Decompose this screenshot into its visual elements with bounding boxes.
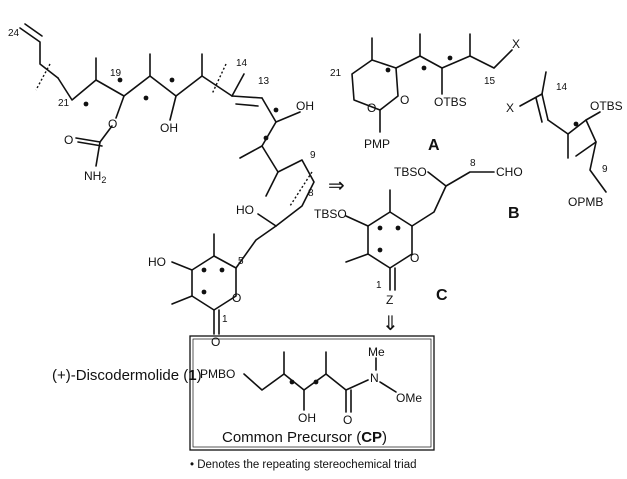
frag-b-locant-c9: 9 [602, 164, 608, 175]
fragment-b-structure: X OTBS OPMB 14 9 B [506, 71, 623, 222]
atom-oh-17: OH [160, 121, 178, 135]
frag-c-atom-tbso-top: TBSO [394, 165, 427, 179]
cp-atom-oh: OH [298, 411, 316, 425]
frag-b-atom-otbs: OTBS [590, 99, 623, 113]
atom-ho-7: HO [236, 203, 254, 217]
atom-o-lactone: O [211, 335, 220, 349]
locant-c14: 14 [236, 58, 248, 69]
frag-a-locant-c15: 15 [484, 76, 496, 87]
locant-c13: 13 [258, 76, 270, 87]
frag-c-atom-o-ring: O [410, 251, 419, 265]
cp-atom-pmbo: PMBO [200, 367, 235, 381]
discodermolide-name: (+)-Discodermolide (1) [52, 367, 202, 384]
frag-a-atom-o1: O [367, 101, 376, 115]
fragment-a-structure: O O PMP OTBS X 21 15 A [330, 33, 520, 154]
frag-a-atom-pmp: PMP [364, 137, 390, 151]
common-precursor-caption: Common Precursor (CP) [222, 429, 387, 446]
frag-c-atom-cho: CHO [496, 165, 523, 179]
fragment-c-label: C [436, 287, 448, 304]
cut-mark-c21 [35, 63, 51, 91]
locant-c19: 19 [110, 68, 122, 79]
cp-atom-n: N [370, 371, 379, 385]
fragment-c-structure: TBSO CHO TBSO O Z 8 1 C [314, 158, 523, 307]
common-precursor-box-inner [192, 338, 432, 448]
retro-arrow-main: ⇒ [328, 175, 345, 197]
fragment-b-label: B [508, 205, 520, 222]
discodermolide-structure: O O NH2 OH OH HO HO O O 24 21 19 14 13 9… [8, 23, 316, 384]
atom-carbonyl-o: O [64, 133, 73, 147]
cut-mark-c14 [211, 63, 227, 95]
atom-oh-11: OH [296, 99, 314, 113]
frag-b-atom-x: X [506, 101, 514, 115]
common-precursor-structure: PMBO OH O N Me OMe Common Precursor (CP) [200, 345, 422, 446]
cp-atom-me: Me [368, 345, 385, 359]
frag-c-locant-c8: 8 [470, 158, 476, 169]
retro-arrow-down: ⇓ [382, 313, 399, 335]
locant-c9: 9 [310, 150, 316, 161]
frag-c-atom-tbso-ring: TBSO [314, 207, 347, 221]
cp-atom-o: O [343, 413, 352, 427]
frag-c-atom-z: Z [386, 293, 393, 307]
frag-a-locant-c21: 21 [330, 68, 342, 79]
locant-c8: 8 [308, 188, 314, 199]
cut-mark-c8 [289, 171, 313, 207]
cp-atom-ome: OMe [396, 391, 422, 405]
locant-c5: 5 [238, 256, 244, 267]
frag-a-atom-x: X [512, 37, 520, 51]
locant-c21: 21 [58, 98, 70, 109]
atom-carbamate-o: O [108, 117, 117, 131]
footnote: • Denotes the repeating stereochemical t… [190, 459, 417, 471]
locant-c1: 1 [222, 314, 228, 325]
common-precursor-box [189, 335, 435, 451]
frag-a-atom-otbs: OTBS [434, 95, 467, 109]
frag-b-atom-opmb: OPMB [568, 195, 603, 209]
frag-b-locant-c14: 14 [556, 82, 568, 93]
frag-a-atom-o2: O [400, 93, 409, 107]
atom-ho-3: HO [148, 255, 166, 269]
atom-o-ring: O [232, 291, 241, 305]
locant-c24: 24 [8, 28, 20, 39]
frag-c-locant-c1: 1 [376, 280, 382, 291]
atom-nh2: NH2 [84, 169, 106, 185]
fragment-a-label: A [428, 137, 440, 154]
